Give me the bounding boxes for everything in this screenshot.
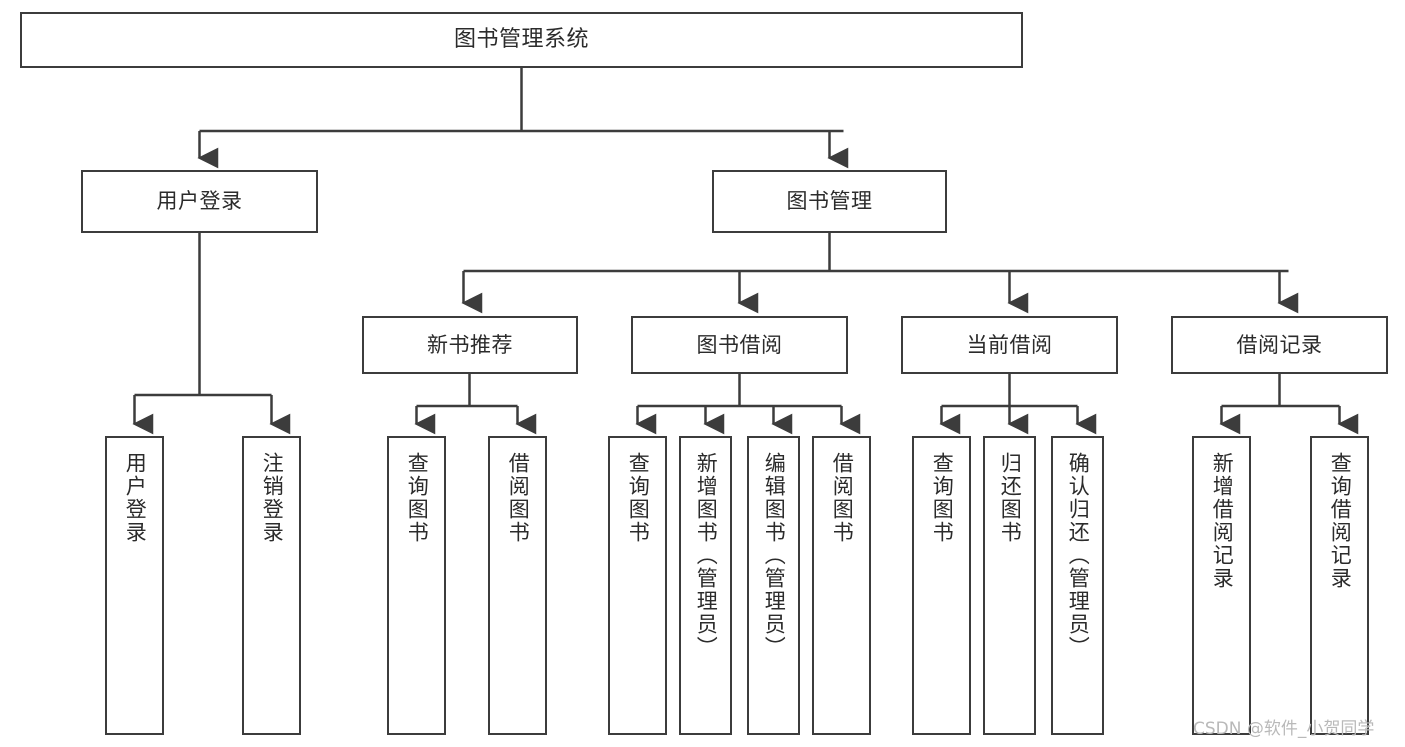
- node-label: 编辑图书（管理员）: [762, 452, 787, 659]
- leaf-user-login-login[interactable]: 用户登录: [105, 436, 164, 735]
- node-label: 查询图书: [930, 452, 955, 544]
- leaf-user-login-logout[interactable]: 注销登录: [242, 436, 301, 735]
- leaf-record-query-record[interactable]: 查询借阅记录: [1310, 436, 1369, 735]
- node-label: 借阅图书: [506, 452, 531, 544]
- node-label: 查询借阅记录: [1328, 452, 1353, 590]
- leaf-record-add-record[interactable]: 新增借阅记录: [1192, 436, 1251, 735]
- node-label: 新书推荐: [427, 332, 513, 357]
- leaf-current-confirm-return-admin[interactable]: 确认归还（管理员）: [1051, 436, 1104, 735]
- node-book-borrow[interactable]: 图书借阅: [631, 316, 848, 374]
- node-root-system[interactable]: 图书管理系统: [20, 12, 1023, 68]
- node-label: 图书借阅: [696, 332, 783, 357]
- node-label: 归还图书: [998, 452, 1023, 544]
- node-borrow-record[interactable]: 借阅记录: [1171, 316, 1388, 374]
- leaf-recommend-borrow-book[interactable]: 借阅图书: [488, 436, 547, 735]
- leaf-borrow-add-book-admin[interactable]: 新增图书（管理员）: [679, 436, 732, 735]
- node-label: 图书管理系统: [453, 26, 589, 52]
- node-user-login[interactable]: 用户登录: [81, 170, 318, 233]
- node-new-book-recommend[interactable]: 新书推荐: [362, 316, 578, 374]
- node-current-borrow[interactable]: 当前借阅: [901, 316, 1118, 374]
- node-label: 借阅记录: [1236, 332, 1323, 357]
- leaf-current-query-book[interactable]: 查询图书: [912, 436, 971, 735]
- node-label: 用户登录: [156, 189, 243, 214]
- node-label: 确认归还（管理员）: [1066, 452, 1091, 659]
- node-book-management[interactable]: 图书管理: [712, 170, 947, 233]
- node-label: 新增图书（管理员）: [694, 452, 719, 659]
- node-label: 当前借阅: [966, 332, 1053, 357]
- leaf-borrow-query-book[interactable]: 查询图书: [608, 436, 667, 735]
- node-label: 用户登录: [123, 452, 148, 544]
- node-label: 新增借阅记录: [1210, 452, 1235, 590]
- csdn-watermark: CSDN @软件_小贺同学: [1193, 719, 1375, 739]
- node-label: 注销登录: [260, 452, 285, 544]
- leaf-borrow-borrow-book[interactable]: 借阅图书: [812, 436, 871, 735]
- node-label: 借阅图书: [830, 452, 855, 544]
- leaf-current-return-book[interactable]: 归还图书: [983, 436, 1036, 735]
- leaf-borrow-edit-book-admin[interactable]: 编辑图书（管理员）: [747, 436, 800, 735]
- node-label: 图书管理: [786, 189, 873, 214]
- node-label: 查询图书: [405, 452, 430, 544]
- leaf-recommend-query-book[interactable]: 查询图书: [387, 436, 446, 735]
- node-label: 查询图书: [626, 452, 651, 544]
